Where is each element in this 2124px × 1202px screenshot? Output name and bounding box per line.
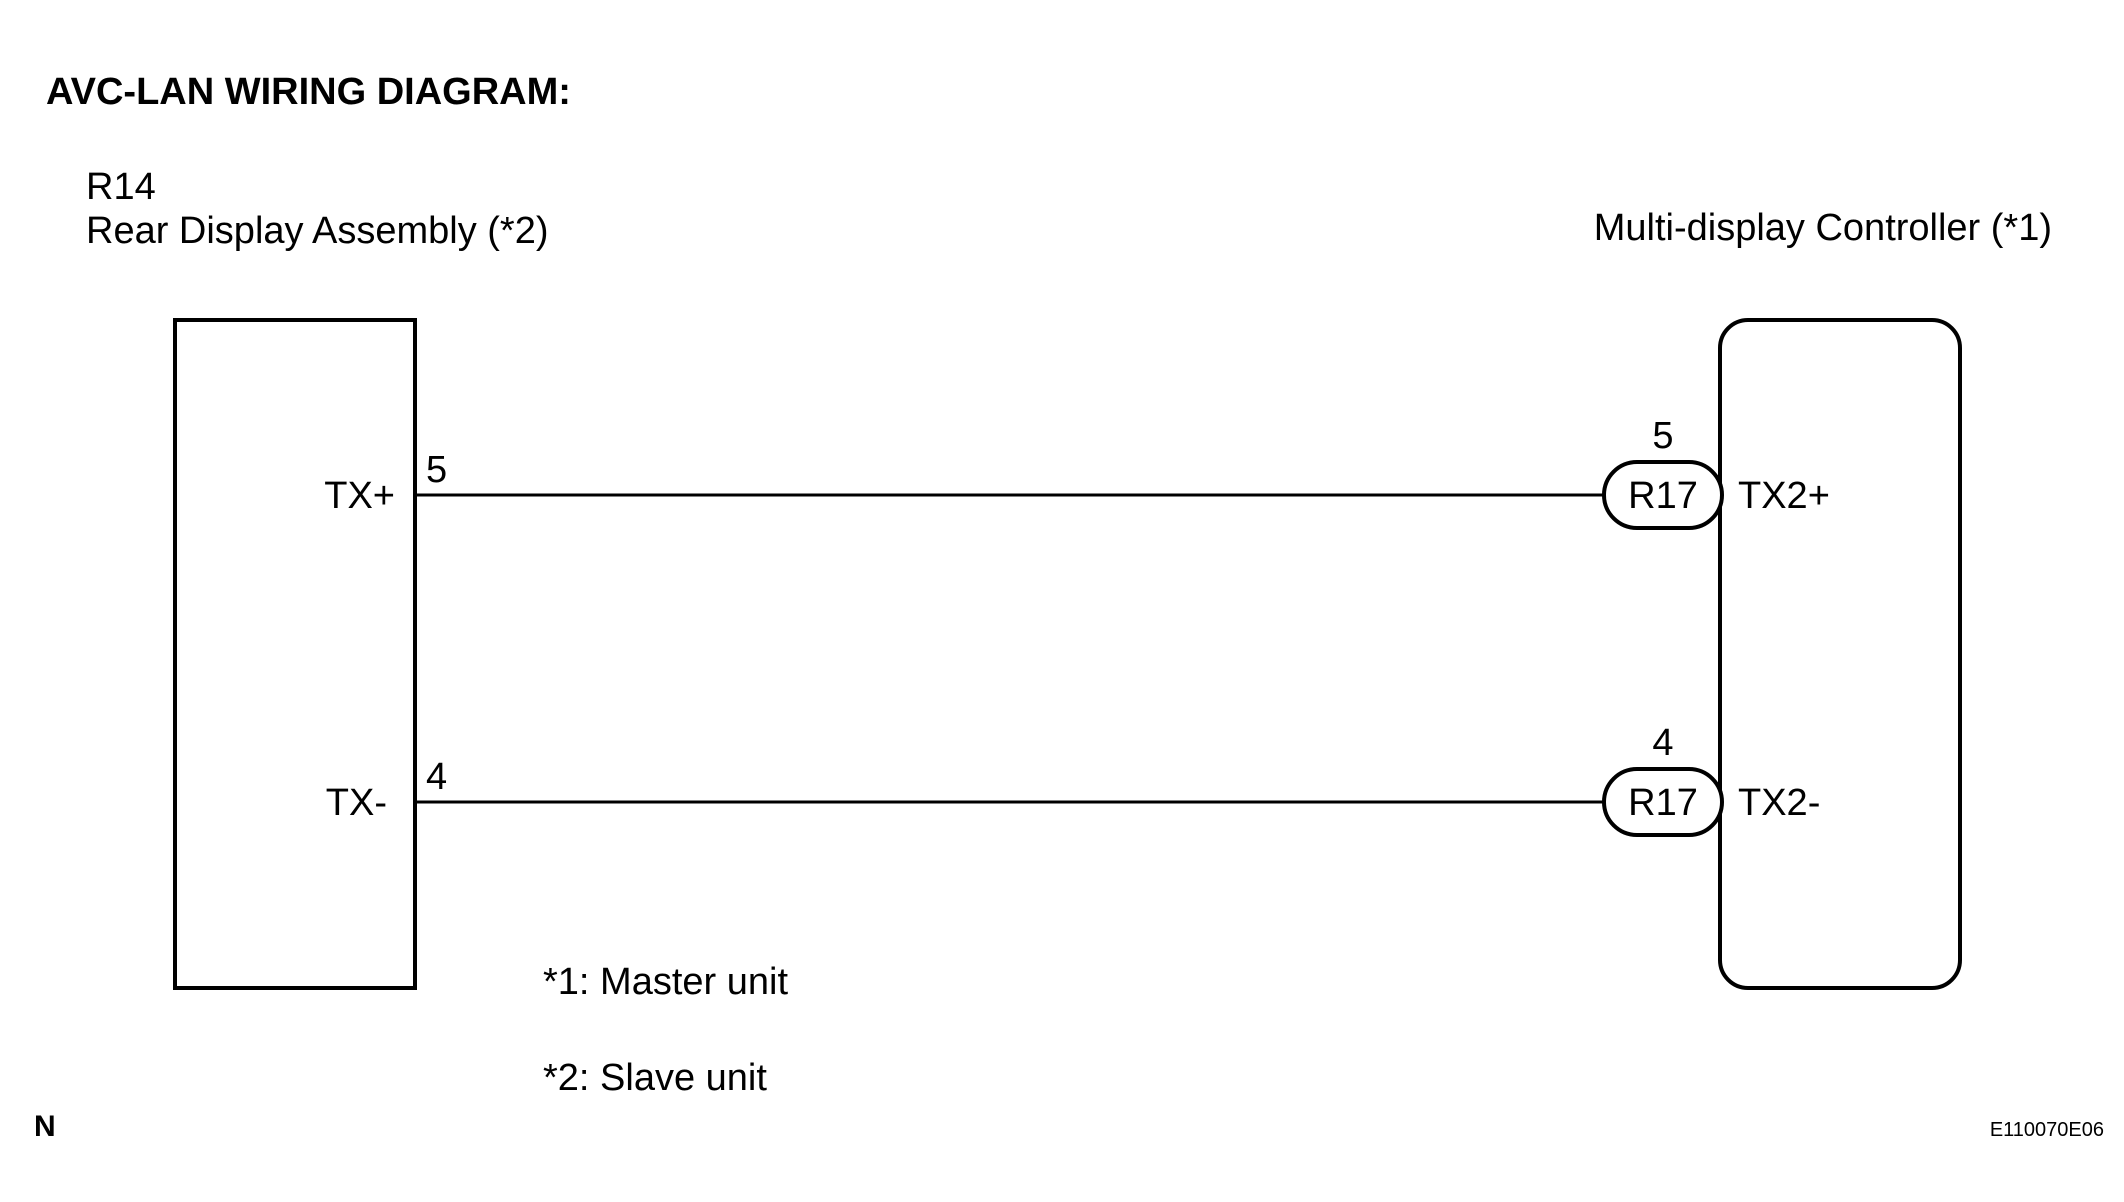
note-master-unit: *1: Master unit [543,961,788,1003]
multi-display-controller-box [1718,318,1962,990]
connector-r17-badge [1602,767,1724,837]
right-pin-signal: TX2+ [1738,475,1830,517]
left-pin-signal: TX- [326,782,387,824]
connector-r17-badge [1602,460,1724,530]
rear-display-assembly-box [173,318,417,990]
wire-tx-plus: TX+ 5 R17 5 TX2+ [324,415,1830,530]
left-unit-name: Rear Display Assembly (*2) [86,210,548,252]
connector-code: R17 [1628,782,1698,824]
diagram-title: AVC-LAN WIRING DIAGRAM: [46,71,571,113]
figure-code: E110070E06 [1990,1119,2104,1141]
right-pin-number: 4 [1652,722,1673,764]
left-pin-number: 4 [426,756,447,798]
wire-tx-minus: TX- 4 R17 4 TX2- [326,722,1820,837]
left-connector-code: R14 [86,166,156,208]
note-slave-unit: *2: Slave unit [543,1057,767,1099]
left-pin-signal: TX+ [324,475,395,517]
right-unit-name: Multi-display Controller (*1) [1594,207,2052,249]
connector-code: R17 [1628,475,1698,517]
corner-mark: N [34,1110,56,1143]
right-pin-signal: TX2- [1738,782,1820,824]
right-pin-number: 5 [1652,415,1673,457]
left-pin-number: 5 [426,449,447,491]
